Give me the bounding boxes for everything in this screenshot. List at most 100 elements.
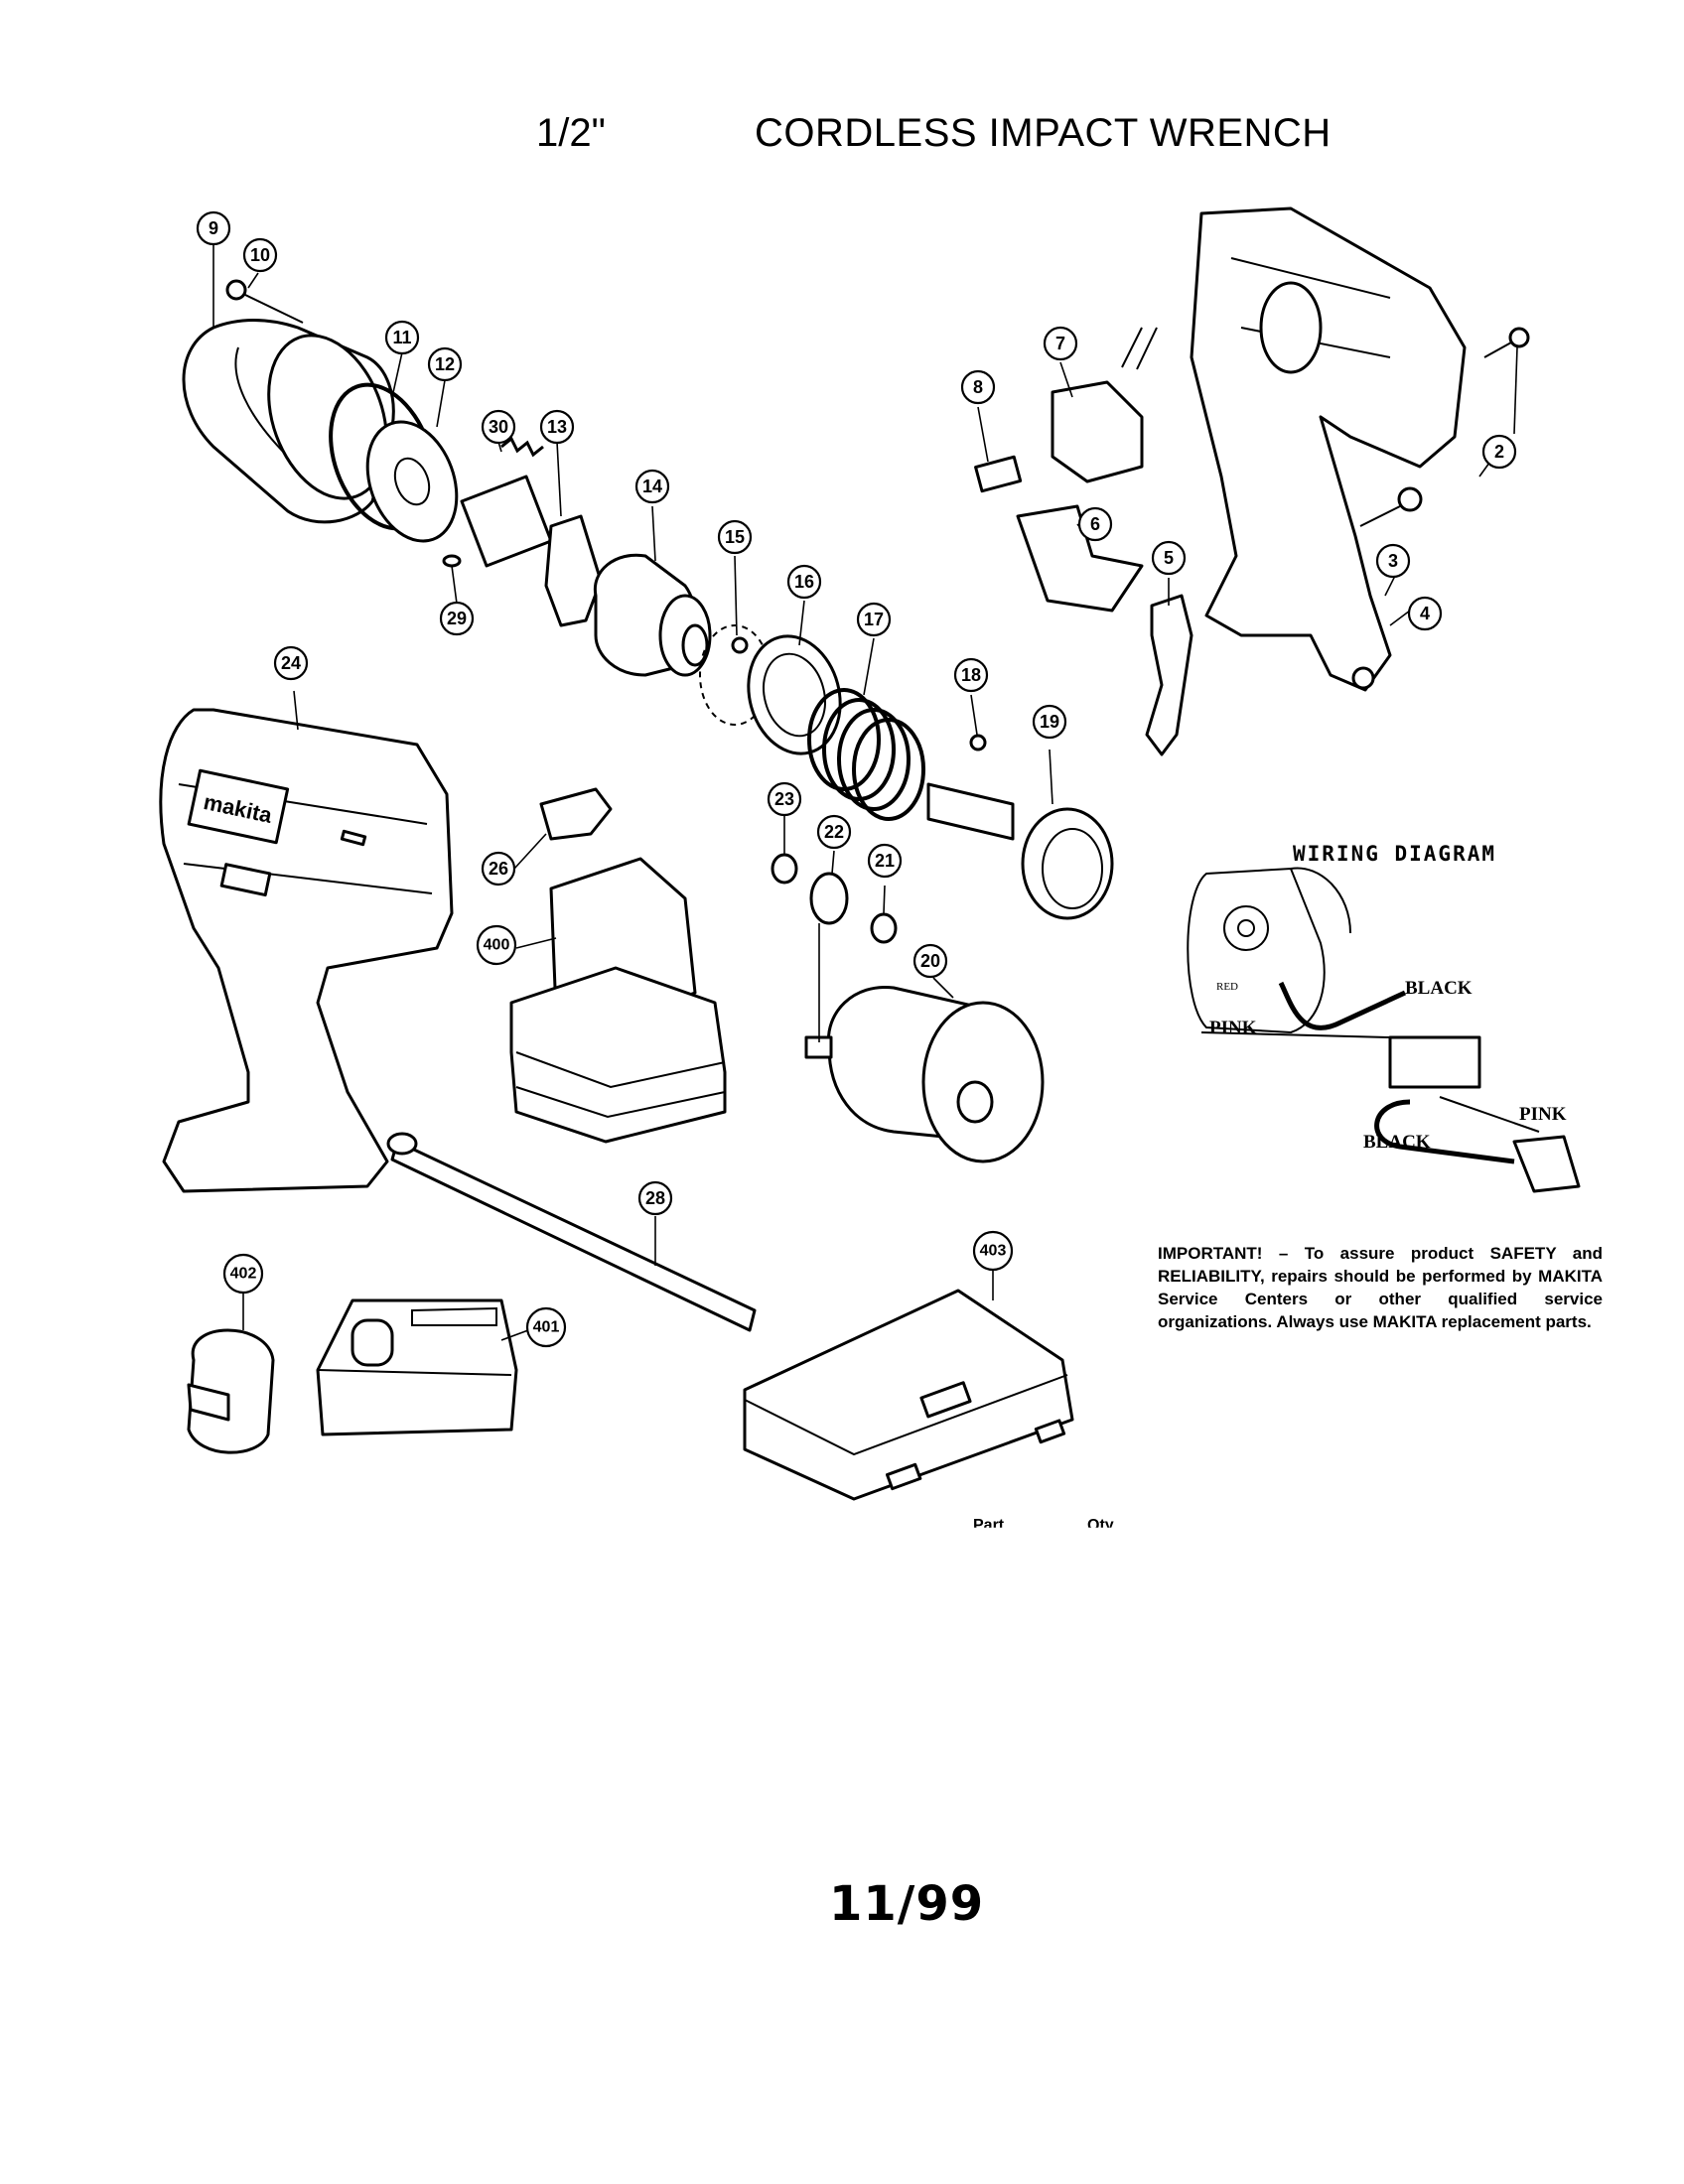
part-19-spindle <box>926 782 1114 920</box>
part-4-housing-half <box>1190 206 1467 692</box>
callout-22: 22 <box>816 814 852 850</box>
svg-text:401: 401 <box>533 1319 560 1336</box>
svg-text:30: 30 <box>489 417 508 437</box>
callout-402: 402 <box>222 1253 264 1295</box>
wire-label-red: RED <box>1216 981 1238 993</box>
part-24-housing: makita <box>159 708 454 1193</box>
callout-17: 17 <box>856 602 892 637</box>
part-18-steel-ball <box>969 734 987 751</box>
part-7-switch <box>1051 327 1158 483</box>
callout-labels: 9 10 11 12 30 13 29 14 15 16 17 18 19 20… <box>196 210 1517 1348</box>
leader-lines <box>212 243 1518 1341</box>
part-14-hammer <box>593 553 712 677</box>
part-5-clip <box>1145 594 1193 756</box>
callout-5: 5 <box>1151 540 1187 576</box>
part-22-pinion <box>809 872 849 925</box>
callout-24: 24 <box>273 645 309 681</box>
partial-column-part: Part <box>973 1517 1005 1534</box>
callout-6: 6 <box>1077 506 1113 542</box>
svg-text:24: 24 <box>281 653 301 673</box>
svg-text:2: 2 <box>1494 442 1504 462</box>
wire-label-pink-right: PINK <box>1519 1104 1567 1125</box>
important-notice: IMPORTANT! – To assure product SAFETY an… <box>1158 1244 1603 1331</box>
svg-text:14: 14 <box>642 477 662 496</box>
callout-2: 2 <box>1481 434 1517 470</box>
svg-text:8: 8 <box>973 377 983 397</box>
svg-text:6: 6 <box>1090 514 1100 534</box>
callout-30: 30 <box>481 409 516 445</box>
wire-label-black-top: BLACK <box>1405 978 1473 999</box>
svg-text:21: 21 <box>875 851 895 871</box>
part-23-bearing <box>771 853 798 885</box>
part-402-band <box>187 1328 275 1454</box>
svg-text:20: 20 <box>920 951 940 971</box>
svg-text:9: 9 <box>209 218 218 238</box>
wire-label-pink-left: PINK <box>1209 1018 1257 1038</box>
part-10-screw <box>225 279 304 324</box>
part-15-steel-ball <box>731 636 749 654</box>
callout-15: 15 <box>717 519 753 555</box>
svg-text:22: 22 <box>824 822 844 842</box>
callout-8: 8 <box>960 369 996 405</box>
svg-text:19: 19 <box>1040 712 1059 732</box>
callout-29: 29 <box>439 601 475 636</box>
callout-401: 401 <box>525 1306 567 1348</box>
part-13-anvil <box>460 475 603 627</box>
svg-text:29: 29 <box>447 609 467 628</box>
callout-20: 20 <box>912 943 948 979</box>
callout-18: 18 <box>953 657 989 693</box>
part-2-screw <box>1483 327 1530 358</box>
part-17-compression-spring <box>807 688 925 821</box>
part-28-strap-loop <box>386 1132 418 1156</box>
callout-12: 12 <box>427 346 463 382</box>
svg-text:402: 402 <box>230 1266 257 1283</box>
callout-10: 10 <box>242 237 278 273</box>
part-29-pin <box>442 554 462 568</box>
callout-16: 16 <box>786 564 822 600</box>
svg-text:4: 4 <box>1420 604 1430 623</box>
callout-11: 11 <box>384 320 420 355</box>
callout-23: 23 <box>767 781 802 817</box>
callout-19: 19 <box>1032 704 1067 740</box>
svg-text:7: 7 <box>1055 334 1065 353</box>
callout-13: 13 <box>539 409 575 445</box>
callout-26: 26 <box>481 851 516 887</box>
callout-3: 3 <box>1375 543 1411 579</box>
svg-text:17: 17 <box>864 610 884 629</box>
part-30-spring <box>500 436 544 458</box>
svg-text:16: 16 <box>794 572 814 592</box>
part-8-lever <box>974 455 1023 493</box>
callout-7: 7 <box>1043 326 1078 361</box>
callout-400: 400 <box>476 924 517 966</box>
callout-403: 403 <box>972 1230 1014 1272</box>
part-16-flat-washer <box>747 634 842 755</box>
wiring-diagram <box>1187 867 1581 1193</box>
svg-text:26: 26 <box>489 859 508 879</box>
svg-text:403: 403 <box>980 1243 1007 1260</box>
callout-4: 4 <box>1407 596 1443 631</box>
part-403-case <box>743 1289 1074 1501</box>
title-size: 1/2" <box>536 111 606 155</box>
svg-text:28: 28 <box>645 1188 665 1208</box>
part-26-terminal <box>539 787 613 841</box>
svg-text:15: 15 <box>725 527 745 547</box>
partial-column-qty: Qty <box>1087 1517 1114 1534</box>
svg-text:400: 400 <box>484 937 510 954</box>
part-9-front-housing <box>182 319 395 524</box>
part-6-bracket <box>1016 504 1144 613</box>
page-title: CORDLESS IMPACT WRENCH <box>755 111 1332 155</box>
footer-date: 11/99 <box>829 1876 985 1932</box>
svg-text:12: 12 <box>435 354 455 374</box>
part-21-bearing <box>870 912 898 944</box>
wiring-diagram-title: WIRING DIAGRAM <box>1293 842 1497 866</box>
svg-text:10: 10 <box>250 245 270 265</box>
svg-text:18: 18 <box>961 665 981 685</box>
callout-9: 9 <box>196 210 231 246</box>
part-400-battery <box>509 857 727 1144</box>
callout-28: 28 <box>637 1180 673 1216</box>
part-401-charger <box>316 1298 518 1436</box>
svg-text:11: 11 <box>392 328 411 347</box>
svg-text:5: 5 <box>1164 548 1174 568</box>
part-3-screw <box>1359 486 1423 527</box>
